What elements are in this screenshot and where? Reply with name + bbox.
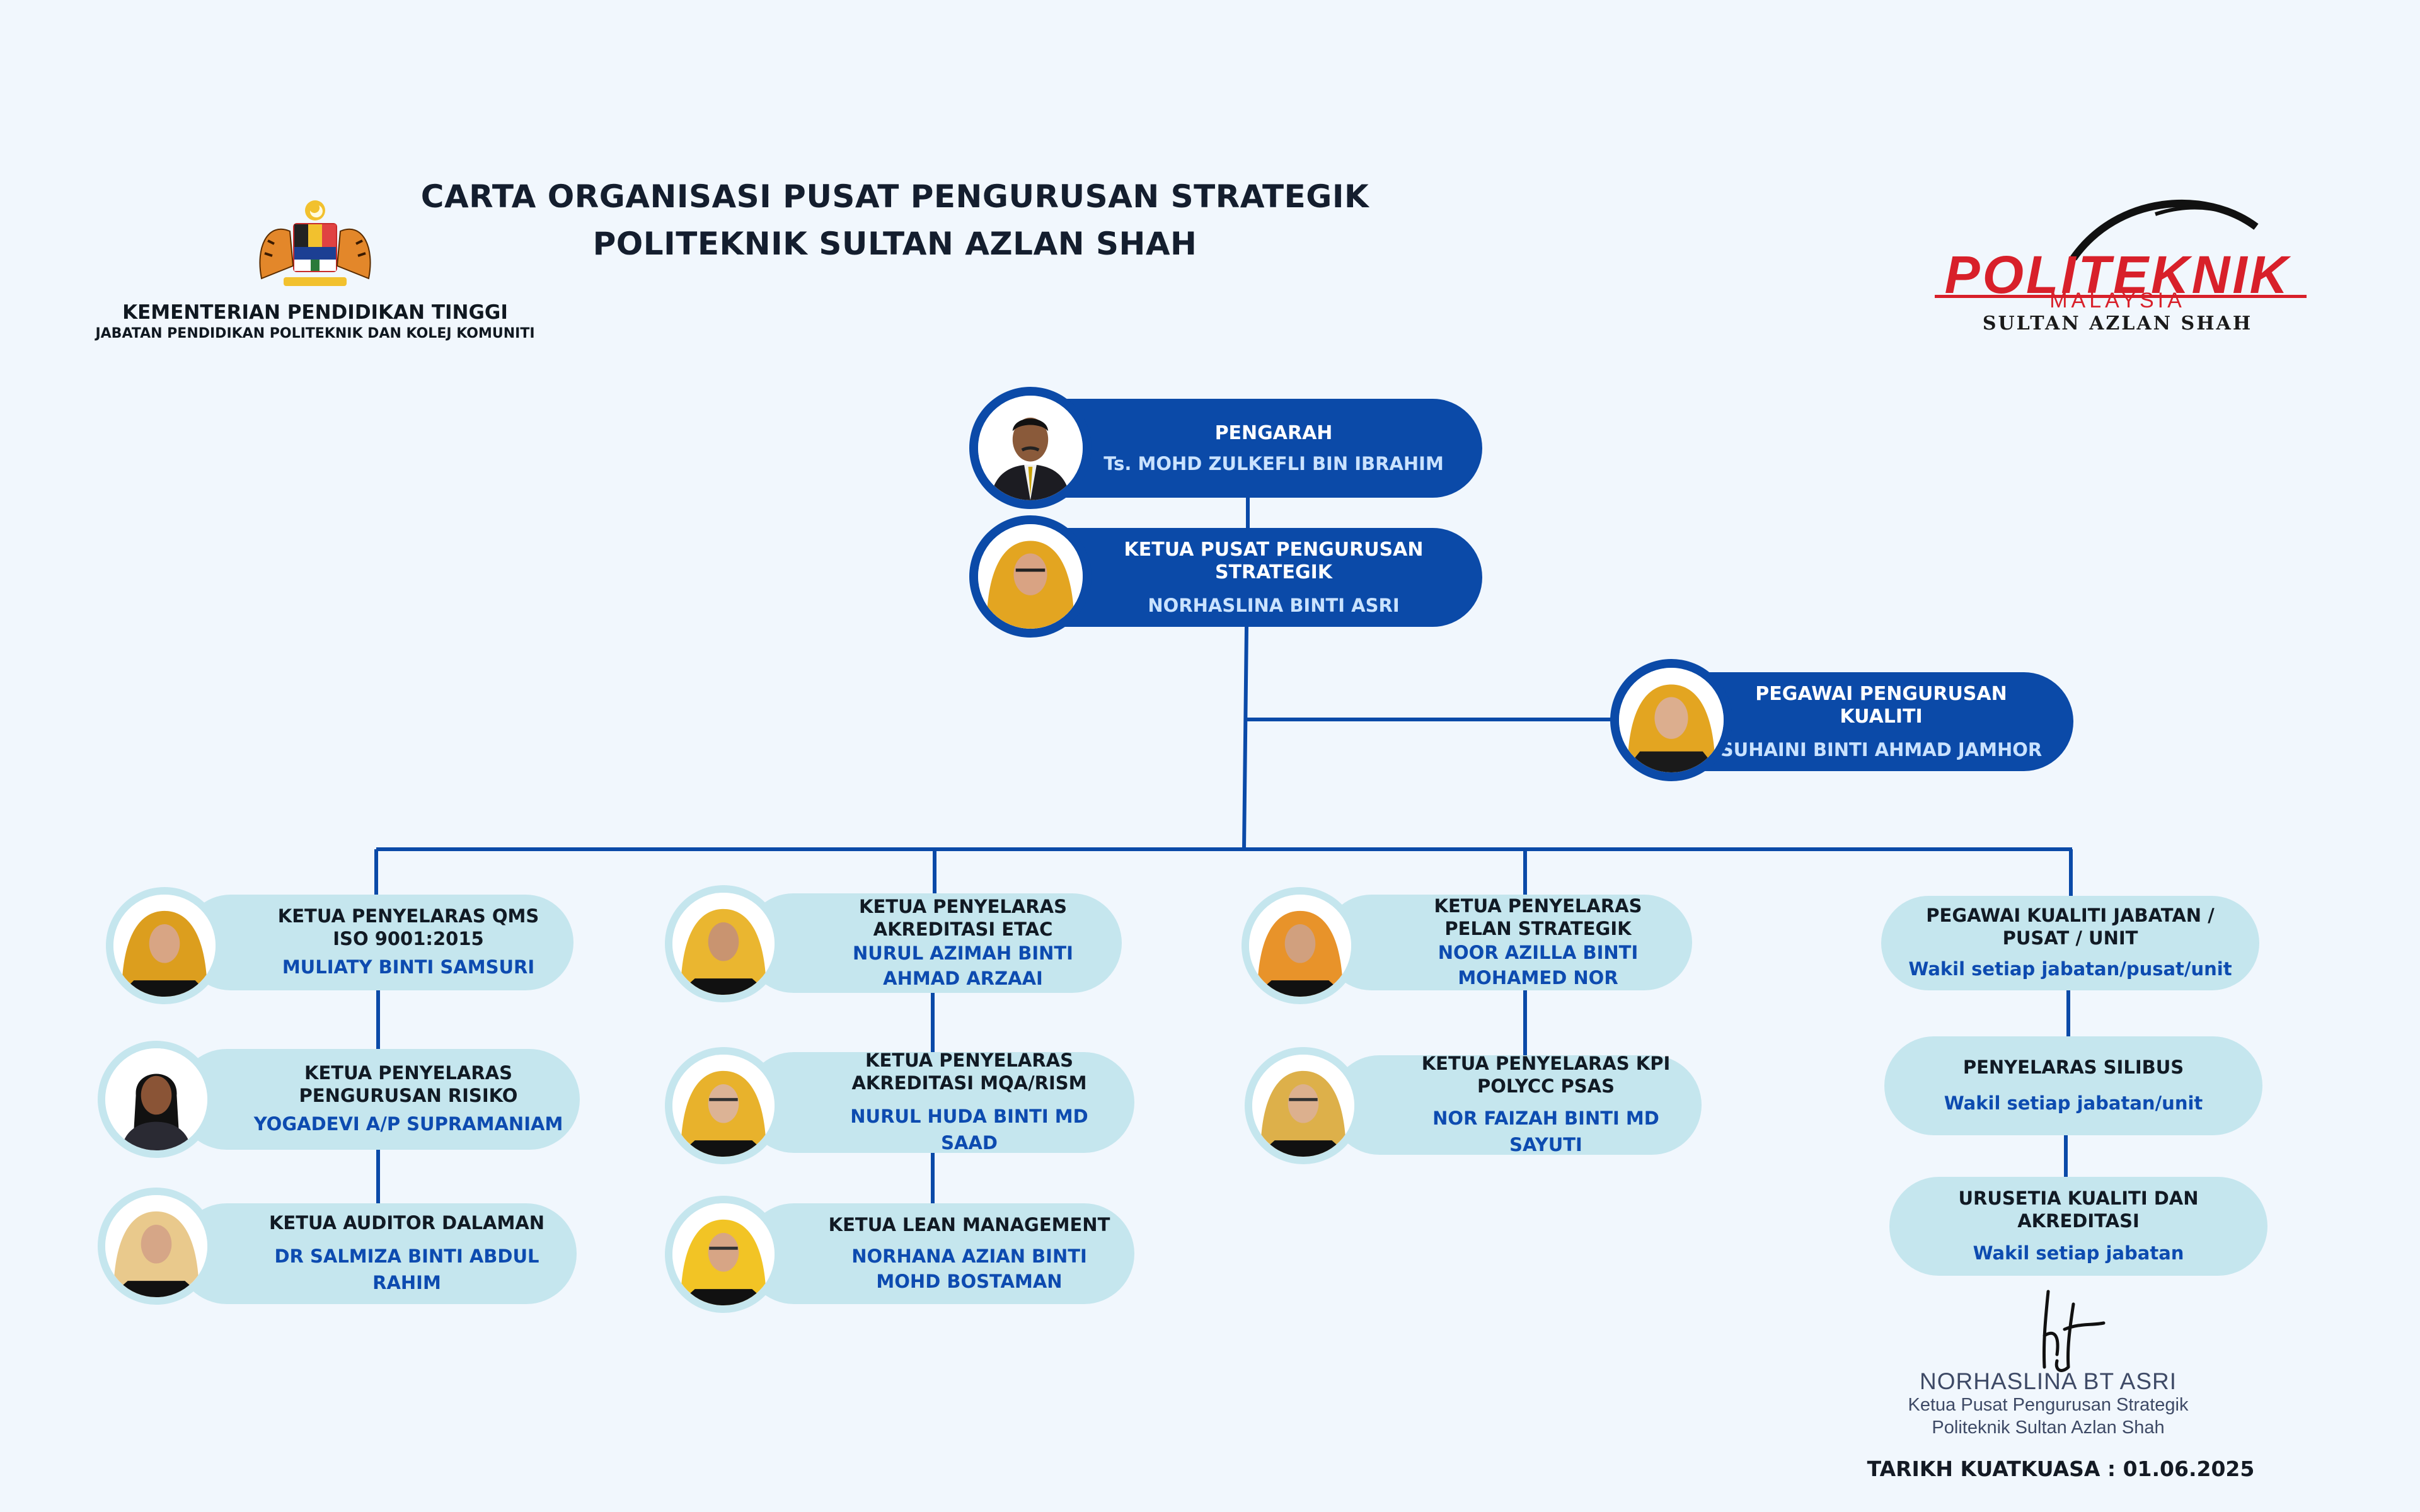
col3-item1-photo-frame [1242, 887, 1359, 1004]
col3-item2-box: KETUA PENYELARAS KPI POLYCC PSAS NOR FAI… [1330, 1053, 1702, 1155]
col4-item2-box: PENYELARAS SILIBUS Wakil setiap jabatan/… [1884, 1036, 2262, 1135]
col4-item1-name: Wakil setiap jabatan/pusat/unit [1908, 958, 2232, 980]
col1-item1-name: MULIATY BINTI SAMSURI [282, 956, 535, 978]
logo-rule [1935, 295, 2307, 298]
head-name: NORHASLINA BINTI ASRI [1148, 594, 1400, 616]
col1-item2-photo [105, 1048, 207, 1150]
logo-campus: SULTAN AZLAN SHAH [1982, 312, 2253, 335]
director-photo-frame [969, 387, 1092, 509]
head-photo [978, 524, 1083, 629]
col1-item2-role: KETUA PENYELARAS PENGURUSAN RISIKO [299, 1062, 518, 1106]
signer-name: NORHASLINA BT ASRI [1920, 1368, 2177, 1394]
director-photo [978, 396, 1083, 500]
col1-item3-role: KETUA AUDITOR DALAMAN [268, 1212, 545, 1234]
col2-item2-box: KETUA PENYELARAS AKREDITASI MQA/RISM NUR… [744, 1050, 1134, 1154]
signer-institution: Politeknik Sultan Azlan Shah [1932, 1418, 2165, 1438]
col3-item2-photo [1252, 1055, 1354, 1157]
col2-item1-photo-frame [665, 885, 782, 1002]
chart-title-line-2: POLITEKNIK SULTAN AZLAN SHAH [592, 226, 1197, 262]
col1-item3-name: DR SALMIZA BINTI ABDUL RAHIM [274, 1246, 539, 1293]
col1-item1-box: KETUA PENYELARAS QMS ISO 9001:2015 MULIA… [183, 895, 573, 990]
col4-item2-name: Wakil setiap jabatan/unit [1944, 1092, 2203, 1114]
col3-item1-role: KETUA PENYELARAS PELAN STRATEGIK [1434, 895, 1642, 939]
col1-item3-photo-frame [98, 1188, 215, 1305]
col3-item1-name: NOOR AZILLA BINTI MOHAMED NOR [1438, 942, 1639, 988]
col4-item1-role: PEGAWAI KUALITI JABATAN / PUSAT / UNIT [1926, 905, 2215, 949]
effective-date: TARIKH KUATKUASA : 01.06.2025 [1867, 1457, 2255, 1481]
col1-item2-box: KETUA PENYELARAS PENGURUSAN RISIKO YOGAD… [176, 1049, 580, 1150]
signer-title: Ketua Pusat Pengurusan Strategik [1908, 1395, 2189, 1415]
col2-item2-photo-frame [665, 1047, 782, 1164]
col4-item3-name: Wakil setiap jabatan [1973, 1242, 2184, 1264]
col1-item2-photo-frame [98, 1041, 215, 1158]
col4-item2-role: PENYELARAS SILIBUS [1962, 1056, 2184, 1078]
col2-item3-box: KETUA LEAN MANAGEMENT NORHANA AZIAN BINT… [744, 1203, 1134, 1304]
head-photo-frame [969, 515, 1092, 638]
col2-item2-photo [672, 1055, 775, 1157]
col2-item1-name: NURUL AZIMAH BINTI AHMAD ARZAAI [853, 942, 1073, 989]
col1-item1-photo-frame [106, 887, 223, 1004]
col2-item3-photo [672, 1203, 775, 1305]
logo-arc-icon [2070, 199, 2259, 261]
col1-item3-photo [105, 1195, 207, 1297]
chart-title-line-1: CARTA ORGANISASI PUSAT PENGURUSAN STRATE… [420, 178, 1369, 215]
quality-officer-photo [1619, 668, 1724, 772]
col1-item3-box: KETUA AUDITOR DALAMAN DR SALMIZA BINTI A… [176, 1203, 577, 1304]
quality-officer-role: PEGAWAI PENGURUSAN KUALITI [1755, 682, 2007, 728]
col3-item2-photo-frame [1245, 1047, 1362, 1164]
handwritten-signature [2042, 1290, 2106, 1372]
col4-item1-box: PEGAWAI KUALITI JABATAN / PUSAT / UNIT W… [1881, 896, 2259, 990]
col4-item3-box: URUSETIA KUALITI DAN AKREDITASI Wakil se… [1889, 1177, 2267, 1276]
col1-item1-photo [113, 895, 216, 997]
col2-item1-box: KETUA PENYELARAS AKREDITASI ETAC NURUL A… [744, 893, 1122, 993]
col3-item2-role: KETUA PENYELARAS KPI POLYCC PSAS [1421, 1053, 1671, 1097]
col2-item3-role: KETUA LEAN MANAGEMENT [828, 1214, 1110, 1235]
col2-item1-photo [672, 893, 775, 995]
logo-country: MALAYSIA [2049, 289, 2186, 312]
col3-item1-box: KETUA PENYELARAS PELAN STRATEGIK NOOR AZ… [1323, 895, 1692, 990]
col2-item2-role: KETUA PENYELARAS AKREDITASI MQA/RISM [851, 1050, 1087, 1094]
col3-item1-photo [1249, 895, 1351, 997]
col1-item1-role: KETUA PENYELARAS QMS ISO 9001:2015 [277, 905, 539, 949]
government-crest [249, 197, 381, 297]
ministry-name: KEMENTERIAN PENDIDIKAN TINGGI [122, 301, 508, 324]
logo-word: POLITEKNIK [1944, 245, 2291, 304]
col4-item3-role: URUSETIA KUALITI DAN AKREDITASI [1958, 1187, 2199, 1232]
quality-officer-photo-frame [1610, 659, 1732, 781]
col1-item2-name: YOGADEVI A/P SUPRAMANIAM [253, 1113, 563, 1135]
director-role: PENGARAH [1214, 421, 1333, 444]
col2-item3-photo-frame [665, 1196, 782, 1313]
col3-item2-name: NOR FAIZAH BINTI MD SAYUTI [1432, 1108, 1659, 1155]
col2-item3-name: NORHANA AZIAN BINTI MOHD BOSTAMAN [851, 1246, 1087, 1292]
department-name: JABATAN PENDIDIKAN POLITEKNIK DAN KOLEJ … [95, 326, 535, 341]
director-name: Ts. MOHD ZULKEFLI BIN IBRAHIM [1103, 452, 1444, 474]
col2-item1-role: KETUA PENYELARAS AKREDITASI ETAC [859, 896, 1067, 940]
col2-item2-name: NURUL HUDA BINTI MD SAAD [850, 1106, 1088, 1154]
politeknik-logo: POLITEKNIK MALAYSIA SULTAN AZLAN SHAH [1928, 189, 2319, 340]
quality-officer-name: SUHAINI BINTI AHMAD JAMHOR [1720, 738, 2043, 760]
head-role: KETUA PUSAT PENGURUSAN STRATEGIK [1124, 538, 1424, 583]
